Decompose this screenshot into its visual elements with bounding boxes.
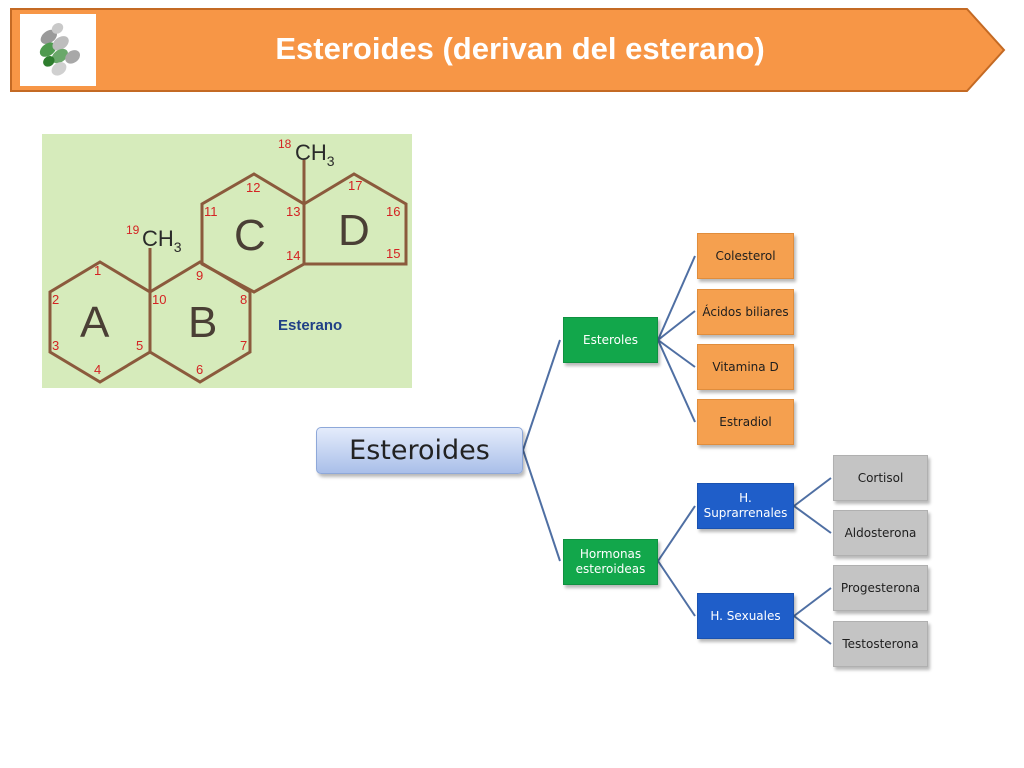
- ring-label-c: C: [234, 211, 266, 260]
- node-testosterona: Testosterona: [833, 621, 928, 667]
- carbon-number-8: 8: [240, 292, 247, 307]
- page-title: Esteroides (derivan del esterano): [275, 31, 765, 66]
- connector-hormonas-suprarrenales: [657, 505, 696, 562]
- node-colesterol: Colesterol: [697, 233, 794, 279]
- connector-sexuales-progesterona: [793, 587, 832, 617]
- connector-root-esteroles: [522, 339, 561, 451]
- ring-d: [302, 172, 408, 266]
- carbon-numbers: 1 2 3 4 5 6 7 8 9 10 11 12 13 14 15 16 1…: [52, 178, 400, 377]
- connector-hormonas-sexuales: [657, 560, 696, 617]
- ring-label-a: A: [80, 298, 110, 347]
- node-esteroides: Esteroides: [316, 427, 523, 474]
- node-aldosterona: Aldosterona: [833, 510, 928, 556]
- carbon-number-11: 11: [204, 204, 218, 219]
- node-h-sexuales: H. Sexuales: [697, 593, 794, 639]
- connector-root-hormonas: [522, 449, 561, 562]
- connector-esteroles-estradiol: [657, 339, 696, 423]
- ring-label-b: B: [188, 298, 217, 347]
- carbon-number-14: 14: [286, 248, 300, 263]
- carbon-number-17: 17: [348, 178, 362, 193]
- esterano-structure-diagram: A B C D 18 CH3 19 CH3 1 2 3 4 5 6 7 8 9 …: [48, 137, 408, 384]
- carbon-number-3: 3: [52, 338, 59, 353]
- carbon-number-12: 12: [246, 180, 260, 195]
- title-banner: Esteroides (derivan del esterano): [0, 0, 1024, 100]
- node-estradiol: Estradiol: [697, 399, 794, 445]
- methyl-number-18: 18: [278, 137, 292, 151]
- node-hormonas-esteroideas: Hormonas esteroideas: [563, 539, 658, 585]
- node-cortisol: Cortisol: [833, 455, 928, 501]
- connector-esteroles-vitamina: [657, 339, 696, 368]
- carbon-number-10: 10: [152, 292, 166, 307]
- carbon-number-13: 13: [286, 204, 300, 219]
- connector-suprarrenales-aldosterona: [793, 505, 832, 534]
- carbon-number-1: 1: [94, 263, 101, 278]
- carbon-number-6: 6: [196, 362, 203, 377]
- methyl-18: CH3: [295, 140, 335, 169]
- connector-esteroles-colesterol: [657, 255, 696, 341]
- structure-label: Esterano: [278, 317, 342, 334]
- carbon-number-5: 5: [136, 338, 143, 353]
- carbon-number-7: 7: [240, 338, 247, 353]
- ring-bonds: [48, 160, 408, 384]
- carbon-number-16: 16: [386, 204, 400, 219]
- connector-suprarrenales-cortisol: [793, 477, 832, 507]
- methyl-18-subscript: 3: [327, 153, 335, 169]
- carbon-number-15: 15: [386, 246, 400, 261]
- banner-arrow-shape: [10, 8, 1006, 92]
- methyl-19-subscript: 3: [174, 239, 182, 255]
- node-h-suprarrenales: H. Suprarrenales: [697, 483, 794, 529]
- carbon-number-4: 4: [94, 362, 101, 377]
- carbon-number-9: 9: [196, 268, 203, 283]
- esterano-structure-panel: A B C D 18 CH3 19 CH3 1 2 3 4 5 6 7 8 9 …: [42, 134, 412, 388]
- methyl-18-formula: CH: [295, 140, 327, 165]
- node-vitamina-d: Vitamina D: [697, 344, 794, 390]
- steroid-molecule-icon: [20, 14, 96, 86]
- methyl-number-19: 19: [126, 223, 140, 237]
- connector-esteroles-acidos: [657, 310, 696, 341]
- node-acidos-biliares: Ácidos biliares: [697, 289, 794, 335]
- carbon-number-2: 2: [52, 292, 59, 307]
- methyl-19-formula: CH: [142, 226, 174, 251]
- node-progesterona: Progesterona: [833, 565, 928, 611]
- ring-label-d: D: [338, 206, 370, 255]
- connector-sexuales-testosterona: [793, 615, 832, 645]
- methyl-19: CH3: [142, 226, 182, 255]
- node-esteroles: Esteroles: [563, 317, 658, 363]
